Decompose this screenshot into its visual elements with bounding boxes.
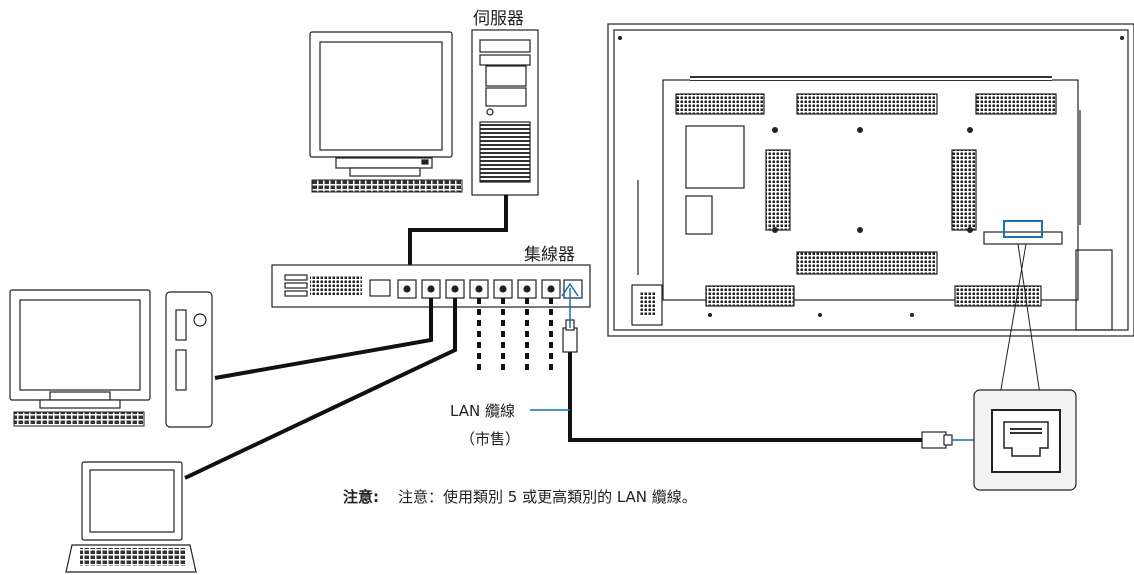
hub-ports bbox=[397, 279, 583, 299]
note-key: 注意: bbox=[343, 488, 379, 506]
callout-lines bbox=[999, 243, 1041, 396]
rj45-plug-side-icon bbox=[921, 431, 953, 449]
desktop-tower-icon bbox=[165, 291, 213, 428]
note-text: 注意：使用類別 5 或更高類別的 LAN 纜線。 bbox=[398, 488, 697, 506]
laptop-cable bbox=[184, 298, 457, 480]
laptop-icon bbox=[65, 461, 197, 573]
unused-cables bbox=[477, 298, 553, 372]
arrow-icon bbox=[561, 282, 579, 328]
tower-pc-icon bbox=[471, 29, 539, 196]
display-screws bbox=[618, 36, 1124, 317]
keyboard-icon bbox=[311, 179, 463, 193]
server-cable bbox=[408, 195, 508, 283]
desktop-monitor-icon bbox=[9, 289, 151, 409]
display-back-icon bbox=[607, 23, 1134, 337]
desktop-cable bbox=[214, 298, 433, 380]
commercial-label: （市售） bbox=[460, 430, 521, 448]
server-label: 伺服器 bbox=[473, 9, 524, 29]
server-monitor-icon bbox=[309, 31, 453, 177]
lan-cable-label: LAN 纜線 bbox=[450, 402, 515, 420]
hub-label: 集線器 bbox=[524, 245, 575, 265]
lan-port-icon bbox=[973, 389, 1077, 491]
desktop-keyboard-icon bbox=[13, 411, 145, 427]
lan-cable bbox=[568, 350, 922, 442]
